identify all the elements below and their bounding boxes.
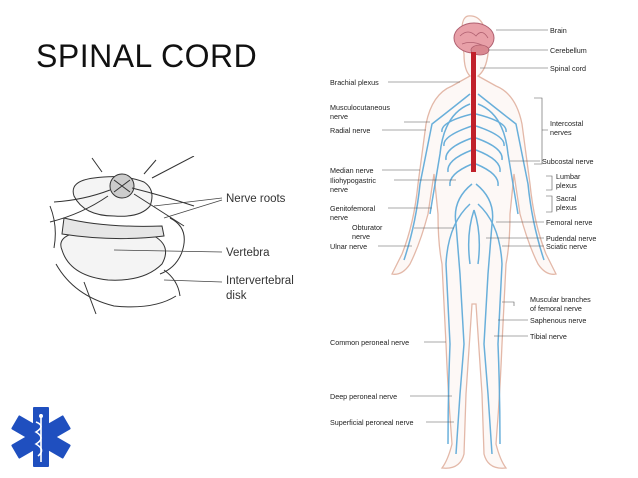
spinal-section-diagram: Nerve roots Vertebra Intervertebral disk <box>49 156 294 315</box>
label-deep-peroneal-nerve: Deep peroneal nerve <box>330 392 397 401</box>
label-sacral: Sacral <box>556 194 577 203</box>
label-superficial-peroneal-nerve: Superficial peroneal nerve <box>330 418 414 427</box>
label-intercostal: Intercostal <box>550 119 584 128</box>
label-common-peroneal-nerve: Common peroneal nerve <box>330 338 409 347</box>
slide-title: SPINAL CORD <box>36 38 258 74</box>
label-vertebra: Vertebra <box>226 247 270 259</box>
label-musculocutaneous: Musculocutaneous <box>330 103 390 112</box>
label-genitofemoral-nerve: nerve <box>330 213 348 222</box>
label-of-femoral-nerve: of femoral nerve <box>530 304 582 313</box>
label-subcostal-nerve: Subcostal nerve <box>542 157 594 166</box>
label-muscular-branches: Muscular branches <box>530 295 591 304</box>
label-ulnar-nerve: Ulnar nerve <box>330 242 367 251</box>
label-brain: Brain <box>550 26 567 35</box>
label-median-nerve: Median nerve <box>330 166 374 175</box>
label-sacral-plexus: plexus <box>556 203 577 212</box>
label-iliohypogastric: Iliohypogastric <box>330 176 376 185</box>
label-disk: disk <box>226 290 247 302</box>
label-pudendal-nerve: Pudendal nerve <box>546 234 596 243</box>
star-of-life-icon <box>11 407 71 467</box>
label-femoral-nerve: Femoral nerve <box>546 218 592 227</box>
label-cerebellum: Cerebellum <box>550 46 587 55</box>
label-musculocutaneous-nerve: nerve <box>330 112 348 121</box>
leader-lines <box>378 29 553 423</box>
label-iliohypogastric-nerve: nerve <box>330 185 348 194</box>
nervous-system-diagram: Brain Cerebellum Spinal cord Intercostal… <box>330 15 596 469</box>
peripheral-nerves <box>403 93 545 455</box>
label-tibial-nerve: Tibial nerve <box>530 332 567 341</box>
label-genitofemoral: Genitofemoral <box>330 204 376 213</box>
label-nerves: nerves <box>550 128 572 137</box>
label-nerve-roots: Nerve roots <box>226 193 286 205</box>
label-obturator: Obturator <box>352 223 383 232</box>
label-brachial-plexus: Brachial plexus <box>330 78 379 87</box>
spinal-cord <box>471 52 476 172</box>
label-radial-nerve: Radial nerve <box>330 126 370 135</box>
label-lumbar-plexus: plexus <box>556 181 577 190</box>
label-saphenous-nerve: Saphenous nerve <box>530 316 586 325</box>
label-spinal-cord: Spinal cord <box>550 64 586 73</box>
label-obturator-nerve: nerve <box>352 232 370 241</box>
body-outline <box>391 15 557 469</box>
label-sciatic-nerve: Sciatic nerve <box>546 242 587 251</box>
label-lumbar: Lumbar <box>556 172 581 181</box>
label-intervertebral: Intervertebral <box>226 275 294 287</box>
